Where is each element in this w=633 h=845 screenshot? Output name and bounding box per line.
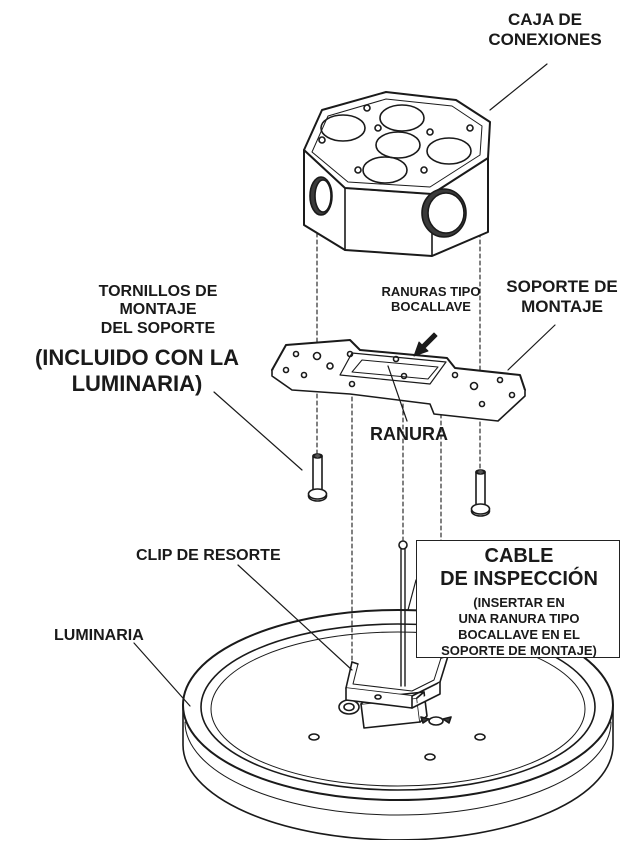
label-bracket-screws-line3: DEL SOPORTE (100, 319, 216, 337)
label-junction-box: CAJA DE CONEXIONES (484, 10, 606, 49)
callout-note-line4: SOPORTE DE MONTAJE) (441, 642, 597, 658)
label-mounting-bracket: SOPORTE DE MONTAJE (494, 277, 630, 316)
label-luminaire: LUMINARIA (54, 627, 144, 644)
bracket-holes (282, 350, 516, 408)
spring-clip (345, 655, 449, 709)
label-slot: RANURA (370, 424, 448, 444)
label-mounting-bracket-line1: SOPORTE DE (506, 277, 618, 296)
callout-title: CABLE DE INSPECCIÓN (417, 545, 621, 591)
callout-note: (INSERTAR EN UNA RANURA TIPO BOCALLAVE E… (417, 595, 621, 658)
label-keyhole-slots-line1: RANURAS TIPO (381, 284, 481, 299)
callout-note-line3: BOCALLAVE EN EL (458, 626, 580, 642)
callout-title-line1: CABLE (484, 545, 554, 567)
inspection-cable (398, 540, 408, 687)
ground-wing-nut (420, 716, 452, 726)
label-keyhole-slots: RANURAS TIPO BOCALLAVE (367, 284, 495, 315)
callout-note-line2: UNA RANURA TIPO (458, 610, 580, 626)
label-included-note: (INCLUIDO CON LA LUMINARIA) (8, 345, 266, 398)
label-junction-box-line1: CAJA DE (508, 10, 582, 29)
junction-box-side-knockouts (309, 176, 467, 238)
leader-lines (133, 63, 556, 707)
label-included-line2: LUMINARIA) (71, 371, 203, 397)
label-mounting-bracket-line2: MONTAJE (521, 296, 603, 316)
callout-title-line2: DE INSPECCIÓN (440, 568, 598, 590)
junction-box-knockouts (318, 104, 474, 184)
mounting-screw-left (307, 453, 328, 502)
keyhole-arrow (413, 332, 438, 357)
mounting-bracket (271, 339, 526, 422)
junction-box (303, 91, 491, 257)
callout-note-line1: (INSERTAR EN (473, 595, 565, 610)
label-keyhole-slots-line2: BOCALLAVE (391, 298, 471, 314)
label-included-line1: (INCLUIDO CON LA (34, 345, 240, 370)
label-bracket-screws-line1: TORNILLOS DE (98, 283, 218, 300)
inspection-cable-callout: CABLE DE INSPECCIÓN (INSERTAR EN UNA RAN… (416, 540, 620, 658)
label-bracket-screws-line2: MONTAJE (119, 301, 197, 319)
label-bracket-screws: TORNILLOS DE MONTAJE DEL SOPORTE (58, 283, 258, 338)
label-junction-box-line2: CONEXIONES (488, 29, 602, 49)
fixture-base-screws (308, 733, 486, 761)
mounting-screw-right (470, 469, 491, 517)
label-spring-clip: CLIP DE RESORTE (136, 547, 281, 564)
